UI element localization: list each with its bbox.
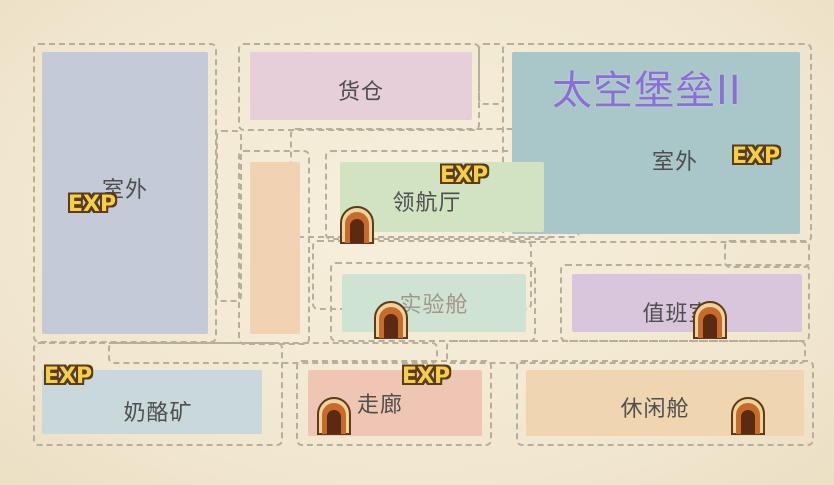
room-label: 奶酪矿 <box>123 401 193 426</box>
room-duty-room[interactable]: 值班室 <box>572 274 802 332</box>
room-cheese-mine[interactable]: 奶酪矿 <box>42 370 262 434</box>
corridor-outline <box>216 130 242 302</box>
room-label: 室外 <box>651 150 698 175</box>
room-bridge[interactable]: 领航厅 <box>340 162 544 232</box>
room-narrow-strip[interactable] <box>250 162 300 334</box>
corridor-outline <box>502 43 812 243</box>
room-label: 领航厅 <box>392 191 462 216</box>
room-label: 室外 <box>101 178 148 203</box>
room-label: 实验舱 <box>399 293 469 318</box>
exp-badge[interactable]: EXP <box>44 364 93 389</box>
door-icon[interactable] <box>314 396 354 436</box>
room-label: 走廊 <box>356 393 403 418</box>
room-label: 货仓 <box>337 80 384 105</box>
corridor-outline <box>296 360 492 446</box>
door-icon[interactable] <box>337 205 377 245</box>
door-icon[interactable] <box>690 300 730 340</box>
corridor-outline <box>516 360 814 446</box>
map-title: 太空堡垒II <box>552 68 742 114</box>
room-lab[interactable]: 实验舱 <box>342 274 526 332</box>
door-icon[interactable] <box>371 300 411 340</box>
exp-badge[interactable]: EXP <box>732 144 781 169</box>
room-warehouse[interactable]: 货仓 <box>250 52 472 120</box>
exp-badge[interactable]: EXP <box>68 192 117 217</box>
corridor-outline <box>446 340 806 364</box>
corridor-outline <box>108 342 438 364</box>
door-icon[interactable] <box>728 396 768 436</box>
room-outside-left[interactable]: 室外 <box>42 52 208 334</box>
corridor-outline <box>724 240 810 268</box>
room-label: 休闲舱 <box>620 397 690 422</box>
corridor-outline <box>330 262 536 342</box>
room-outside-right[interactable]: 室外 <box>512 52 800 234</box>
exp-badge[interactable]: EXP <box>402 364 451 389</box>
corridor-outline <box>238 150 310 345</box>
exp-badge[interactable]: EXP <box>440 163 489 188</box>
corridor-outline <box>478 43 504 105</box>
